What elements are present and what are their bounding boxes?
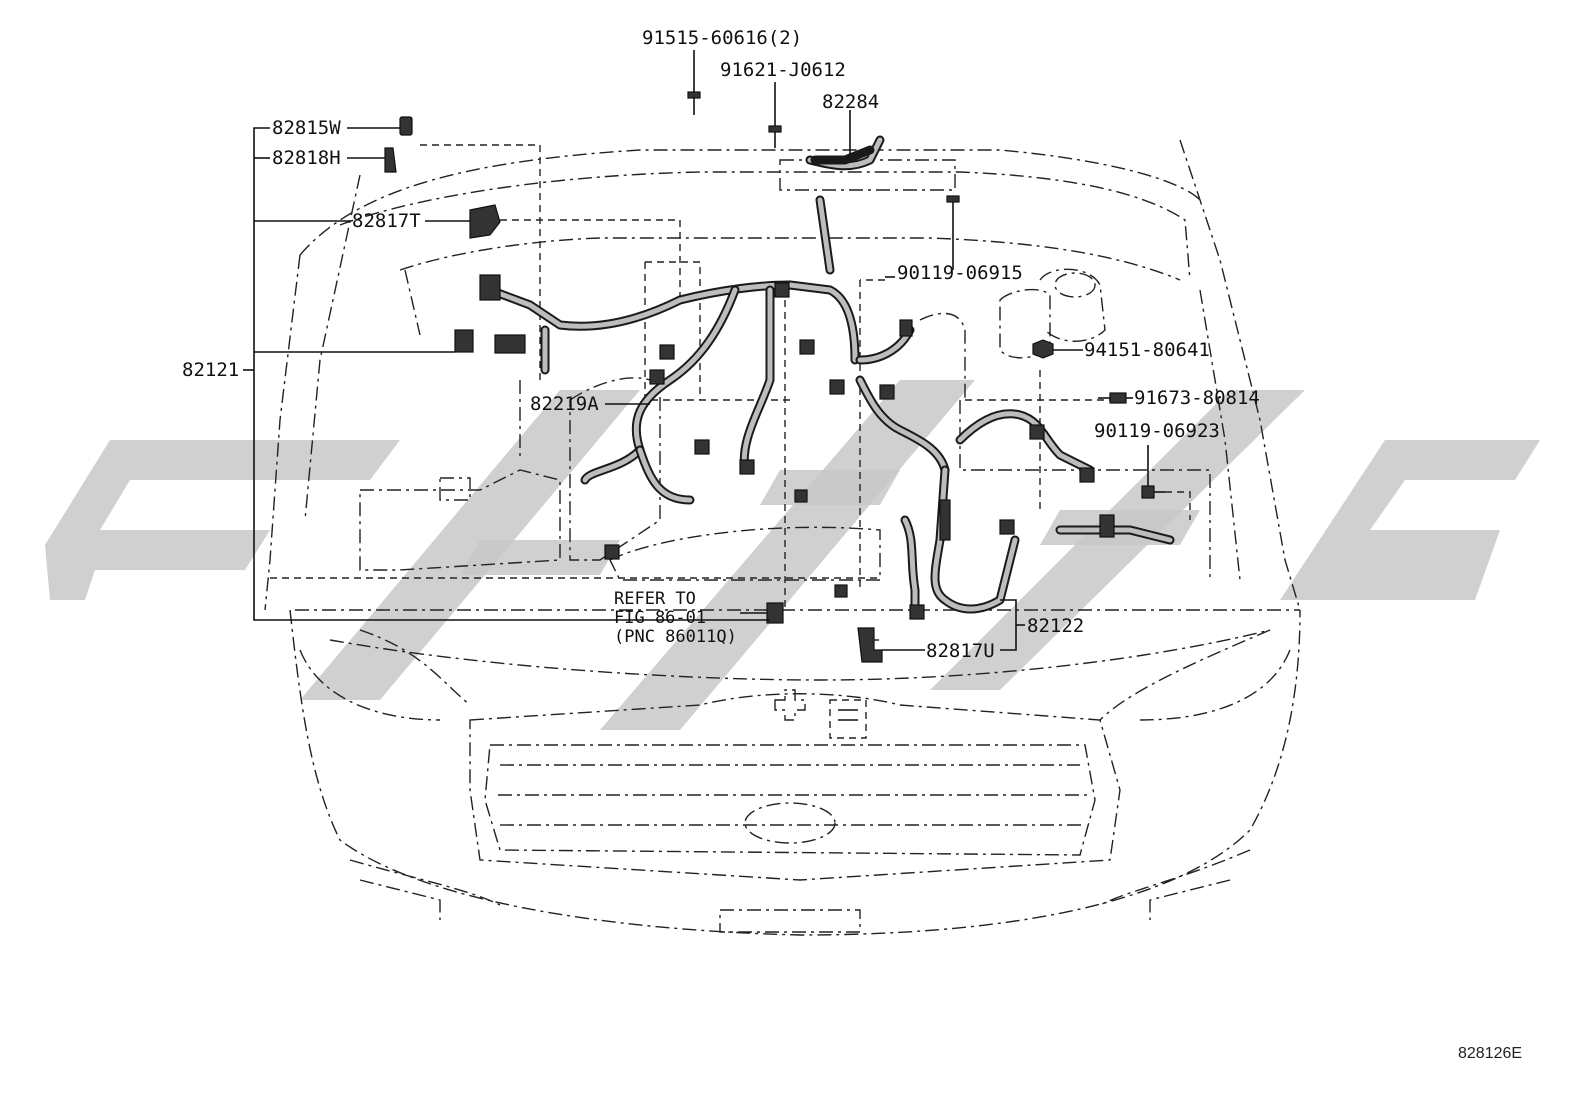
refer-to-line3: (PNC 86011Q) [614,627,737,647]
bolt-90119-06923-icon [1141,485,1165,499]
label-94151-80641: 94151-80641 [1084,339,1210,361]
clip-82818H-icon [384,147,397,173]
refer-to-line2: FIG 86-01 [614,608,706,628]
bolt-90119-06915-icon [946,195,960,218]
fastener-parts [384,91,1165,663]
bolt-91515-icon [687,91,701,115]
label-91621-J0612: 91621-J0612 [720,59,846,81]
label-82219A: 82219A [530,393,599,415]
label-91673-80814: 91673-80814 [1134,387,1260,409]
clip-82815W-icon [399,116,413,136]
label-82818H: 82818H [272,147,341,169]
label-82284: 82284 [822,91,879,113]
leader-lines [243,50,1149,651]
label-82122: 82122 [1027,615,1084,637]
watermark-logo [45,380,1540,730]
label-82121: 82121 [182,359,239,381]
protector-82284-icon [810,145,875,165]
wire-harness [454,135,1175,620]
label-82817T: 82817T [352,210,421,232]
bracket-82817T-icon [469,204,501,239]
bracket-82817U-icon [857,627,883,663]
label-82817U: 82817U [926,640,995,662]
bolt-91673-icon [1098,392,1127,404]
refer-to-line1: REFER TO [614,589,696,609]
label-90119-06915: 90119-06915 [897,262,1023,284]
label-90119-06923: 90119-06923 [1094,420,1220,442]
label-91515-60616: 91515-60616(2) [642,27,802,49]
bolt-91621-icon [768,125,782,148]
part-labels: 91515-60616(2) 91621-J0612 82284 82815W … [182,27,1522,1062]
figure-code: 828126E [1458,1045,1522,1062]
nut-94151-icon [1032,339,1054,359]
label-82815W: 82815W [272,117,341,139]
